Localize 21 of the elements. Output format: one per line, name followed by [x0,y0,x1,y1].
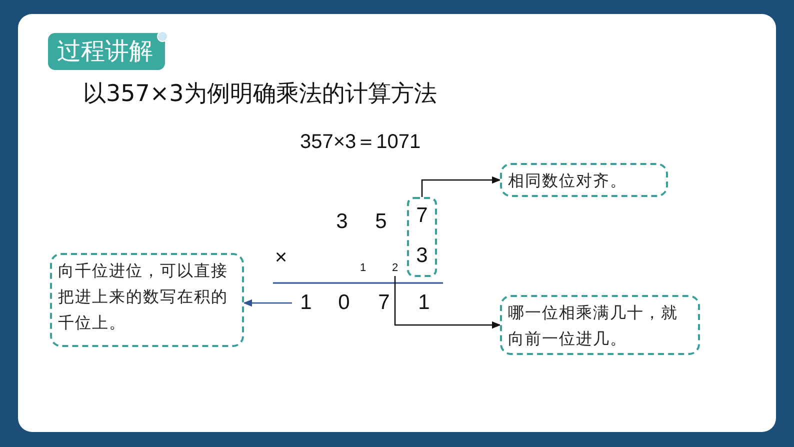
digit: 1 [417,291,431,315]
callout-box: 向千位进位，可以直接把进上来的数写在积的千位上。 [50,253,244,347]
carry-digit: 1 [358,262,368,276]
multiplication-sign: × [274,246,288,270]
equation: 357×3＝1071 [300,130,422,155]
digit: 5 [374,210,388,234]
digit: 7 [377,291,391,315]
digit: 1 [298,291,314,315]
callout-box: 哪一位相乘满几十，就向前一位进几。 [500,295,700,355]
arrow [394,276,501,329]
callout-box: 相同数位对齐。 [500,163,668,197]
title-badge: 过程讲解 [48,33,165,70]
digit: 3 [415,244,429,268]
subtitle: 以357×3为例明确乘法的计算方法 [83,80,438,109]
dashed-digit-frame [407,197,437,277]
digit: 3 [335,210,349,234]
arrow [421,176,501,197]
carry-digit: 2 [389,262,401,276]
digit: 7 [415,204,429,228]
digit: 0 [337,291,351,315]
arrow [243,299,292,307]
